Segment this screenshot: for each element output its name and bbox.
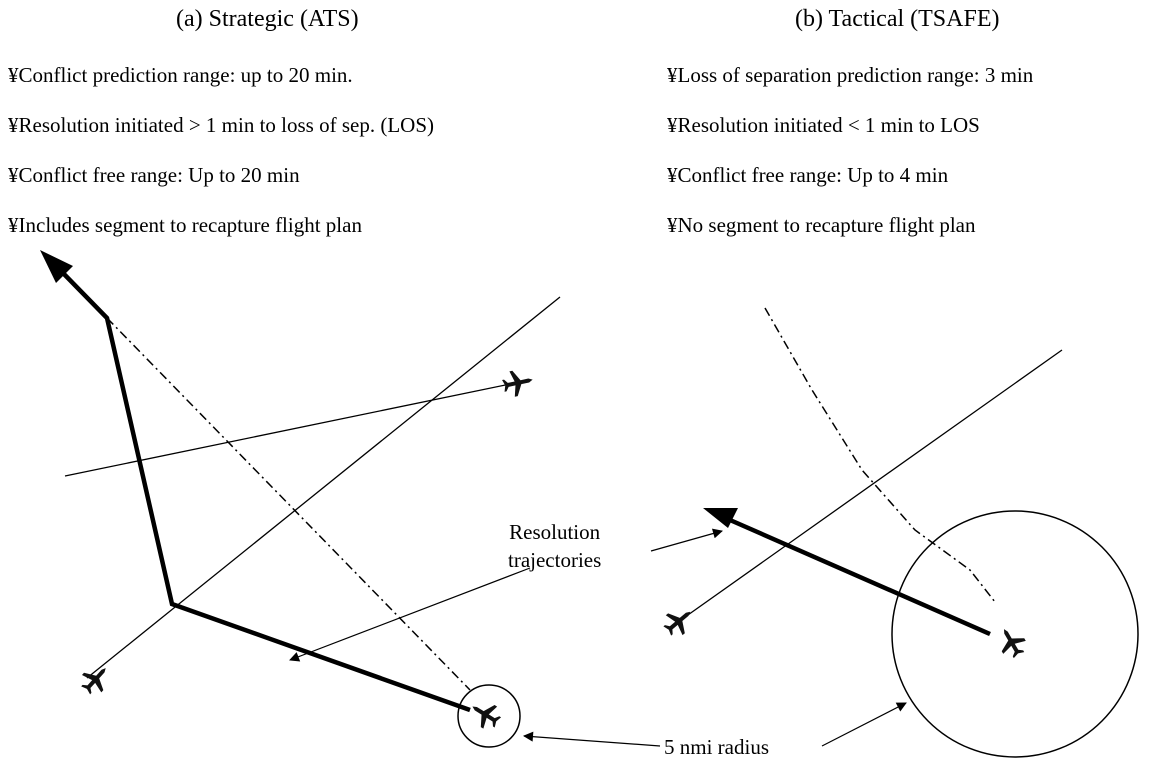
tactical-diagram	[658, 307, 1139, 758]
tactical-panel-title: (b) Tactical (TSAFE)	[795, 6, 1000, 32]
airplane-icon	[658, 601, 699, 641]
pointer-arrow	[523, 731, 661, 747]
resolution-label-line1: Resolution	[509, 520, 601, 544]
tactical-bullet-4: ¥No segment to recapture flight plan	[667, 213, 976, 237]
resolution-arrowhead	[703, 508, 738, 528]
strategic-bullet-2: ¥Resolution initiated > 1 min to loss of…	[8, 113, 434, 137]
separation-circle-small	[457, 684, 521, 748]
airplane-icon	[465, 695, 505, 734]
strategic-diagram	[40, 250, 561, 748]
separation-circle-large	[891, 510, 1139, 758]
original-flight-plan-dashed	[106, 317, 471, 691]
strategic-panel-title: (a) Strategic (ATS)	[176, 6, 359, 32]
callout-pointers	[289, 528, 907, 747]
original-flight-plan-dashed	[764, 307, 996, 603]
resolution-label-line2: trajectories	[508, 548, 602, 572]
strategic-bullet-1: ¥Conflict prediction range: up to 20 min…	[8, 63, 353, 87]
resolution-trajectory	[729, 517, 991, 637]
tactical-bullet-1: ¥Loss of separation prediction range: 3 …	[667, 63, 1034, 87]
resolution-trajectories-label: Resolution trajectories	[508, 518, 601, 574]
tactical-bullet-3: ¥Conflict free range: Up to 4 min	[667, 163, 949, 187]
airplane-icon	[992, 622, 1031, 662]
pointer-arrow	[289, 567, 531, 662]
strategic-bullet-3: ¥Conflict free range: Up to 20 min	[8, 163, 300, 187]
resolution-arrowhead	[40, 250, 73, 283]
pointer-arrow	[821, 702, 907, 747]
tactical-bullet-2: ¥Resolution initiated < 1 min to LOS	[667, 113, 980, 137]
flight-path-line	[86, 296, 561, 679]
airplane-icon	[500, 366, 536, 399]
strategic-bullet-4: ¥Includes segment to recapture flight pl…	[8, 213, 362, 237]
radius-label: 5 nmi radius	[664, 735, 769, 759]
airplane-icon	[75, 659, 116, 700]
resolution-trajectory	[60, 270, 471, 713]
flight-path-line	[677, 349, 1063, 623]
pointer-arrow	[650, 528, 723, 552]
